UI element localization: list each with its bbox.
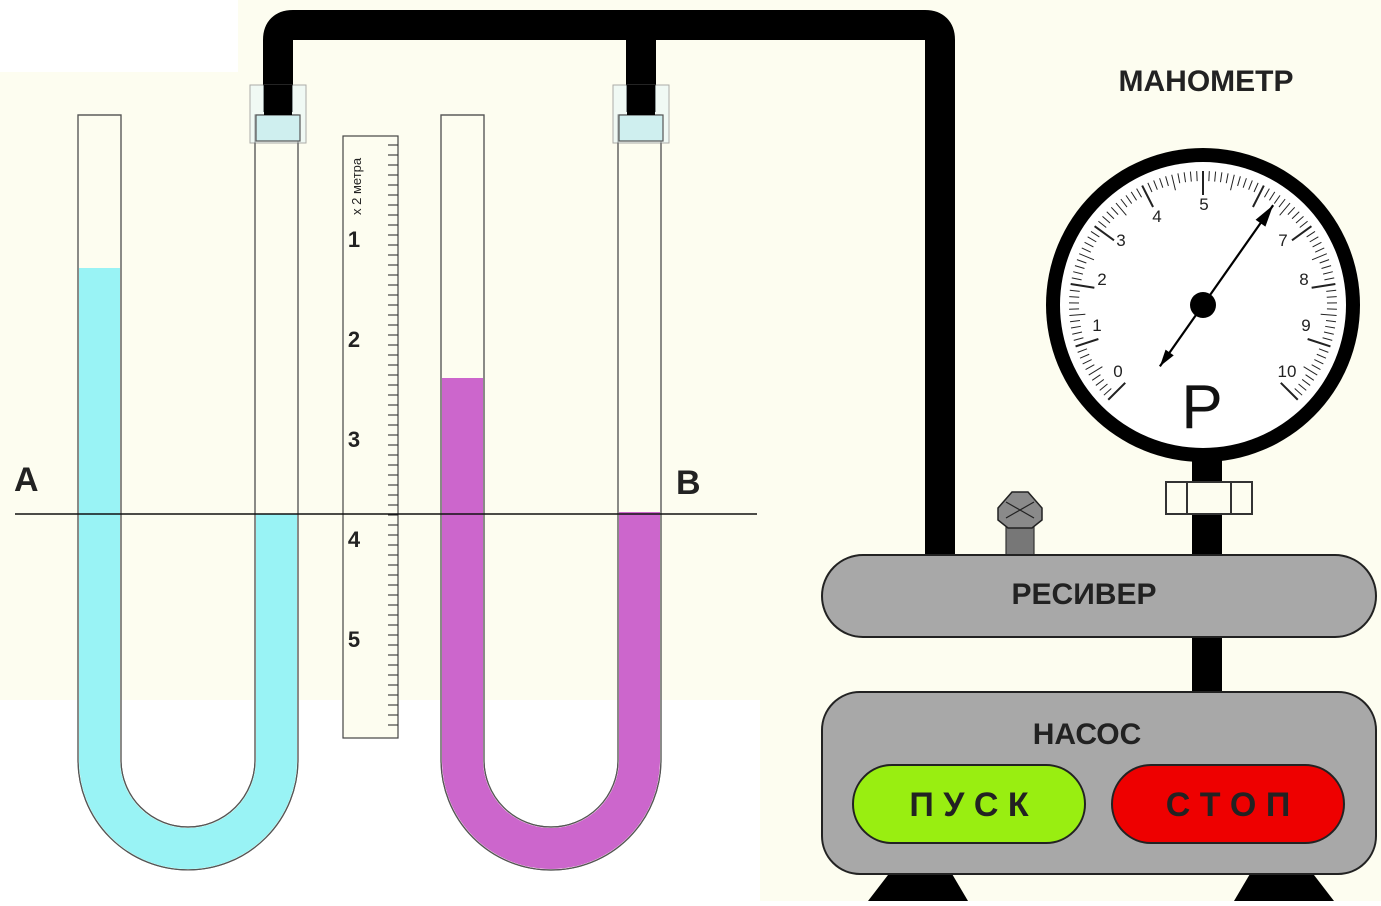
ruler-number-2: 2	[348, 327, 360, 352]
gauge-tick	[1327, 297, 1337, 298]
pump-label: НАСОС	[1033, 718, 1142, 751]
level-label-a: A	[14, 461, 39, 499]
gauge-label-0: 0	[1113, 362, 1122, 381]
right-coupling	[613, 85, 669, 143]
gauge-label-4: 4	[1152, 207, 1161, 226]
manometer-gauge: 0 1 2 3 4 5 7 8 9 10 P	[1046, 148, 1360, 462]
gauge-label-5: 5	[1199, 195, 1208, 214]
start-button-label: П У С К	[909, 786, 1028, 824]
gauge-label-9: 9	[1301, 316, 1310, 335]
gauge-label-2: 2	[1097, 270, 1106, 289]
gauge-label-1: 1	[1092, 316, 1101, 335]
manometer-title: МАНОМЕТР	[1119, 65, 1294, 98]
stop-button-label: С Т О П	[1166, 786, 1291, 824]
left-coupling	[250, 85, 306, 143]
gauge-letter: P	[1181, 373, 1222, 442]
ruler-number-1: 1	[348, 227, 360, 252]
gauge-label-10: 10	[1278, 362, 1297, 381]
receiver-tank: РЕСИВЕР	[822, 555, 1376, 637]
gauge-tick	[1069, 297, 1079, 298]
gauge-label-7: 7	[1278, 231, 1287, 250]
level-label-b: B	[676, 464, 701, 502]
ruler-number-5: 5	[348, 627, 360, 652]
gauge-label-3: 3	[1116, 231, 1125, 250]
start-button[interactable]: П У С К	[853, 765, 1085, 843]
gauge-label-8: 8	[1299, 270, 1308, 289]
ruler-unit-label: x 2 метра	[349, 157, 364, 215]
ruler-number-3: 3	[348, 427, 360, 452]
receiver-label: РЕСИВЕР	[1012, 578, 1157, 611]
measuring-ruler: x 2 метра 1 2 3 4 5	[343, 136, 398, 738]
ruler-number-4: 4	[348, 527, 361, 552]
gauge-hub	[1190, 292, 1216, 318]
stop-button[interactable]: С Т О П	[1112, 765, 1344, 843]
